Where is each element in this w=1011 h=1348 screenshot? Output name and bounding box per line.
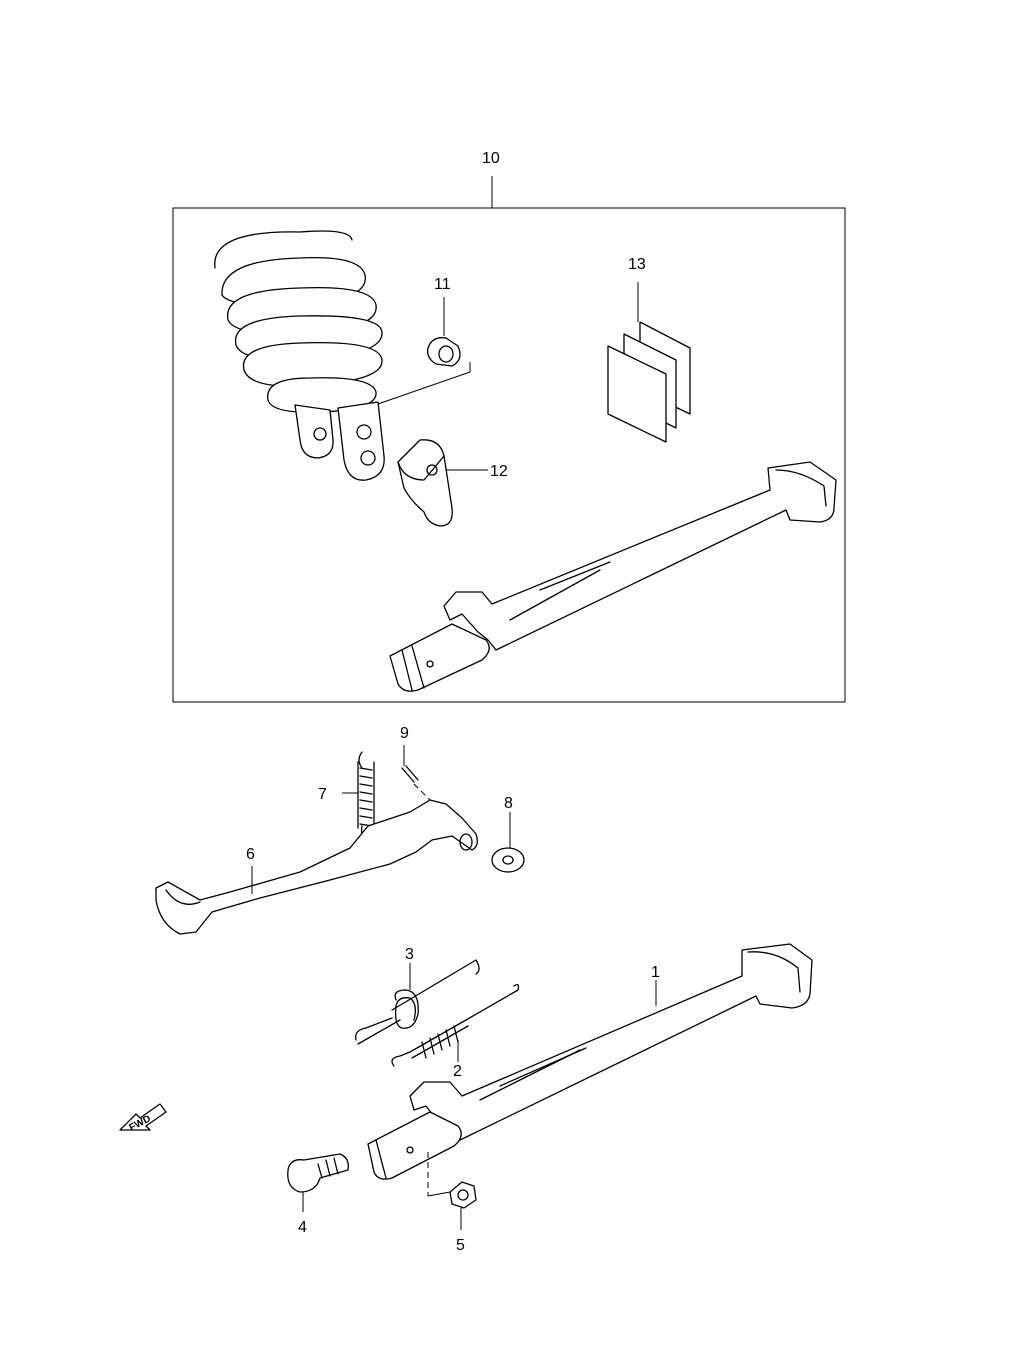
part-label-9: 9 — [400, 725, 409, 742]
part-label-10: 10 — [482, 150, 500, 167]
spring-drawing-2 — [391, 984, 520, 1067]
part-label-6: 6 — [246, 846, 255, 863]
bracket-drawing-12 — [397, 439, 488, 527]
fwd-arrow-icon: FWD — [119, 1103, 167, 1134]
part-label-8: 8 — [504, 795, 513, 812]
fwd-arrow-text: FWD — [128, 1113, 153, 1133]
bolt-drawing-4 — [287, 1153, 349, 1212]
part-label-11: 11 — [434, 276, 451, 293]
lever-drawing-6 — [155, 799, 478, 935]
part-label-3: 3 — [405, 946, 414, 963]
nut-drawing-5 — [449, 1181, 477, 1230]
stand-drawing-1 — [367, 943, 813, 1197]
part-label-2: 2 — [453, 1063, 462, 1080]
part-label-12: 12 — [490, 463, 508, 480]
washer-drawing-8 — [491, 812, 525, 873]
part-label-4: 4 — [298, 1219, 307, 1236]
spring-drawing-3 — [355, 959, 480, 1045]
kit-box — [172, 176, 846, 703]
pads-drawing-13 — [607, 282, 691, 443]
part-label-1: 1 — [651, 964, 660, 981]
shock-absorber-drawing — [214, 230, 471, 481]
nut-drawing-11 — [427, 297, 461, 367]
part-label-13: 13 — [628, 256, 646, 273]
part-label-7: 7 — [318, 786, 327, 803]
spring-drawing-7 — [342, 751, 375, 843]
part-label-5: 5 — [456, 1237, 465, 1254]
kit-stand-drawing — [389, 461, 837, 692]
